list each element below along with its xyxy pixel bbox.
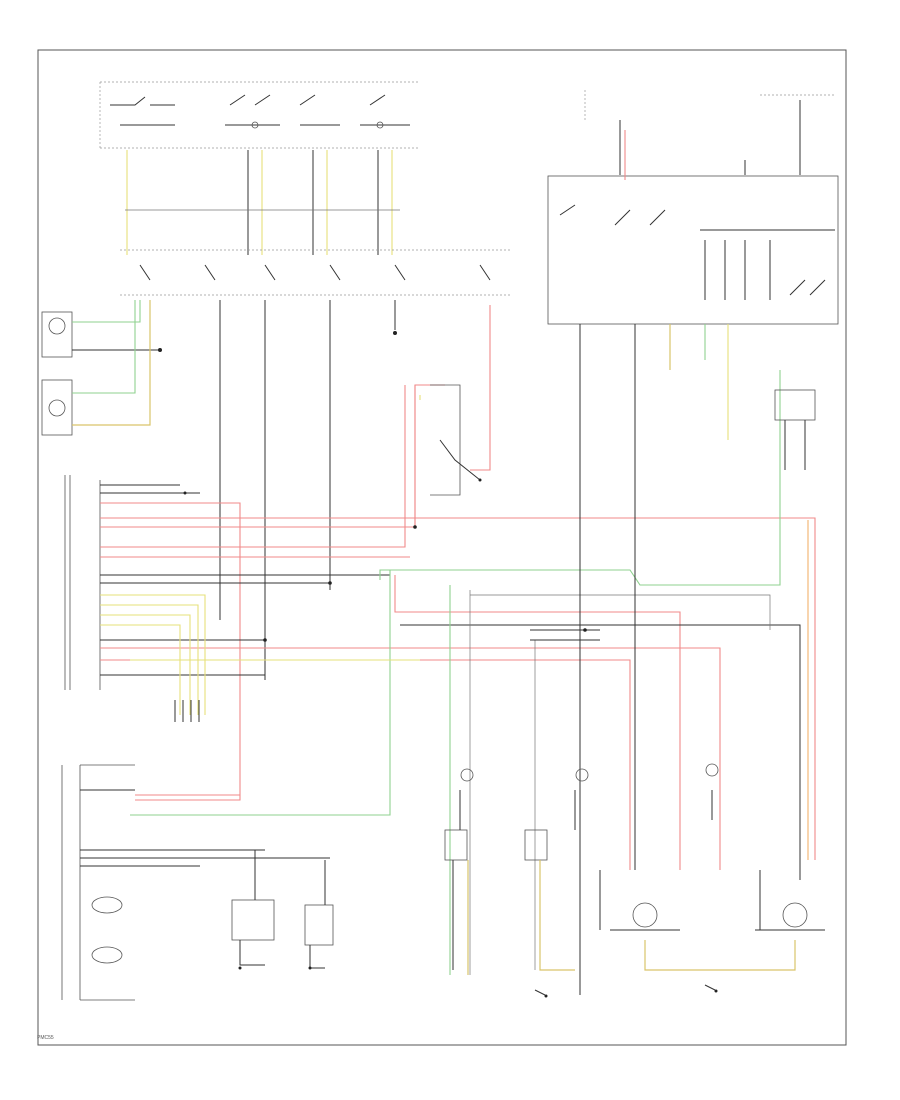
diagram-code: PMC55 bbox=[37, 1035, 54, 1041]
lower-bundle-labels bbox=[530, 629, 600, 641]
right-relay bbox=[774, 389, 816, 470]
harness-black-5 bbox=[400, 624, 801, 880]
wire-black-1 bbox=[247, 150, 379, 255]
harness-grey-right bbox=[469, 590, 536, 975]
harness-red-8 bbox=[394, 575, 681, 870]
headlamp-relay-module bbox=[547, 90, 839, 325]
diagram-border bbox=[37, 49, 847, 1046]
wire-yellow-switch-3 bbox=[100, 614, 191, 715]
right-lamps bbox=[599, 763, 825, 971]
drop-wires bbox=[219, 300, 331, 680]
wire-yellow-switch-2 bbox=[100, 604, 199, 715]
left-headlamp-components bbox=[41, 300, 162, 436]
harness-red-2 bbox=[100, 517, 816, 860]
harness-green-2 bbox=[130, 570, 391, 816]
ground-symbols bbox=[534, 984, 718, 998]
fuse-panel-middle bbox=[120, 209, 510, 296]
lower-switch-terminals bbox=[174, 700, 200, 722]
harness-red-9 bbox=[470, 305, 491, 471]
wire-yellow-switch-1 bbox=[100, 594, 206, 715]
harness-thin-1 bbox=[470, 594, 771, 630]
harness-red-1 bbox=[100, 502, 241, 801]
light-switch-connector bbox=[64, 475, 200, 690]
center-lamps bbox=[444, 768, 589, 975]
wire-yellow-switch-4 bbox=[100, 624, 181, 715]
harness-red-3 bbox=[100, 384, 445, 528]
harness-yellow-long bbox=[130, 395, 421, 661]
harness-red-4 bbox=[100, 385, 406, 548]
center-relay bbox=[430, 384, 482, 496]
instrument-cluster bbox=[61, 764, 330, 1001]
harness-red-6 bbox=[100, 647, 721, 870]
bottom-switches bbox=[231, 850, 334, 970]
hot-at-all-times-fuse-box bbox=[99, 81, 420, 149]
junction-dots bbox=[263, 525, 587, 642]
